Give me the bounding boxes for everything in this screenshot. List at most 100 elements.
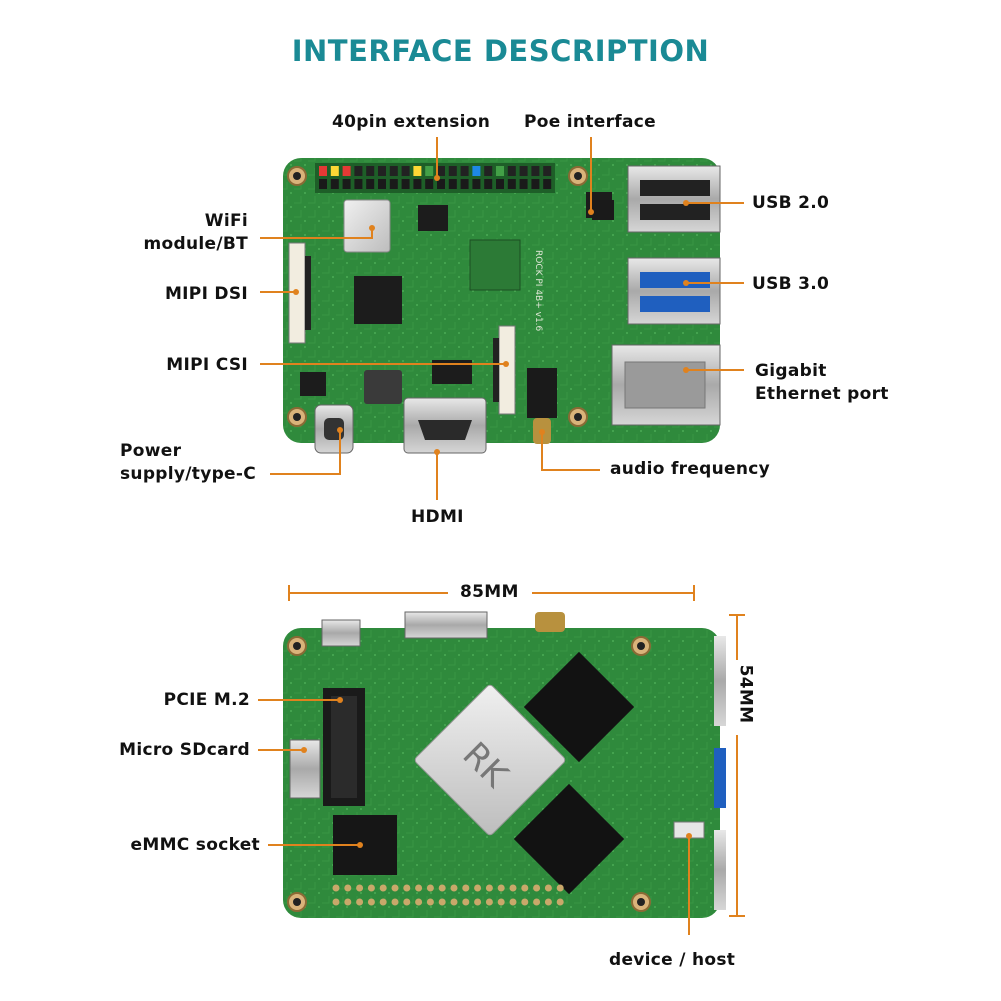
label-hdmi: HDMI	[411, 507, 464, 527]
header-solder-pad	[391, 898, 399, 906]
gpio-pin	[531, 166, 540, 176]
gpio-pin	[496, 179, 504, 189]
header-solder-pad	[556, 898, 564, 906]
top-board: ROCK PI 4B+ v1.6	[283, 158, 721, 454]
page-title: INTERFACE DESCRIPTION	[291, 34, 710, 68]
gpio-pin	[543, 179, 552, 189]
header-solder-pad	[332, 898, 340, 906]
gpio-pin	[472, 179, 481, 189]
header-solder-pad	[533, 884, 541, 892]
header-solder-pad	[450, 898, 458, 906]
header-solder-pad	[356, 898, 364, 906]
bottom-board: RK	[283, 611, 726, 918]
label-pcie: PCIE M.2	[163, 690, 250, 710]
label-ethernet: Gigabit Ethernet port	[755, 361, 889, 404]
wifi-module	[343, 199, 391, 253]
header-solder-pad	[367, 898, 375, 906]
gpio-pin	[543, 166, 552, 176]
header-solder-pad	[426, 898, 434, 906]
header-solder-pad	[426, 884, 434, 892]
gpio-pin	[413, 179, 422, 189]
header-solder-pad	[497, 884, 505, 892]
gpio-pin	[378, 166, 386, 176]
header-solder-pad	[332, 884, 340, 892]
label-mipi-csi: MIPI CSI	[166, 355, 248, 375]
rk3399-soc: RK	[414, 684, 566, 836]
gpio-pin	[319, 166, 327, 176]
header-solder-pad	[521, 898, 529, 906]
gpio-pin	[496, 166, 504, 176]
gpio-pin	[460, 179, 469, 189]
gpio-pin	[507, 179, 516, 189]
header-solder-pad	[544, 884, 552, 892]
gpio-pin	[354, 166, 363, 176]
gpio-pin	[401, 179, 410, 189]
gpio-pin	[354, 179, 363, 189]
gpio-pin	[460, 166, 469, 176]
gpio-pin	[519, 179, 528, 189]
header-solder-pad	[509, 898, 517, 906]
gpio-pin	[437, 166, 445, 176]
header-solder-pad	[450, 884, 458, 892]
gpio-pin	[366, 179, 375, 189]
gpio-pin	[448, 179, 457, 189]
header-solder-pad	[344, 898, 352, 906]
header-solder-pad	[509, 884, 517, 892]
header-solder-pad	[497, 898, 505, 906]
header-solder-pad	[415, 898, 423, 906]
header-solder-pad	[391, 884, 399, 892]
gpio-pin	[330, 166, 339, 176]
header-solder-pad	[474, 884, 482, 892]
ram-chip-1	[523, 651, 635, 763]
header-solder-pad	[474, 898, 482, 906]
usb2-port	[627, 165, 721, 233]
header-solder-pad	[367, 884, 375, 892]
dimension-width: 85MM	[460, 582, 519, 602]
dimension-lines	[288, 585, 745, 917]
gpio-pin	[507, 166, 516, 176]
audio-jack	[527, 368, 557, 418]
gpio-pin	[413, 166, 422, 176]
gpio-pin	[389, 166, 398, 176]
gpio-pin	[330, 179, 339, 189]
gpio-pin	[401, 166, 410, 176]
label-sd: Micro SDcard	[119, 740, 250, 760]
label-device-host: device / host	[609, 950, 736, 970]
poe-header	[592, 200, 614, 220]
gpio-pin	[484, 179, 493, 189]
dimension-height: 54MM	[735, 664, 756, 724]
label-usb3: USB 3.0	[752, 274, 830, 294]
header-solder-pad	[438, 884, 446, 892]
gpio-pin	[472, 166, 481, 176]
header-solder-pad	[438, 898, 446, 906]
label-emmc: eMMC socket	[130, 835, 260, 855]
header-solder-pad	[403, 884, 411, 892]
header-solder-pad	[462, 898, 470, 906]
gpio-pin	[484, 166, 493, 176]
ram-chip-2	[513, 783, 625, 895]
label-audio: audio frequency	[610, 459, 771, 479]
gpio-pin	[437, 179, 445, 189]
label-40pin: 40pin extension	[332, 112, 491, 132]
header-solder-pad	[462, 884, 470, 892]
gpio-pin	[531, 179, 540, 189]
gpio-pin	[378, 179, 386, 189]
board-model-print: ROCK PI 4B+ v1.6	[533, 250, 543, 332]
header-solder-pad	[485, 884, 493, 892]
label-poe: Poe interface	[524, 112, 656, 132]
bottom-pin-row	[332, 884, 564, 906]
bottom-leader-lines	[258, 699, 690, 935]
header-solder-pad	[533, 898, 541, 906]
gpio-pin	[342, 179, 351, 189]
header-solder-pad	[379, 898, 387, 906]
header-solder-pad	[556, 884, 564, 892]
gpio-pin	[319, 179, 327, 189]
label-wifi: WiFi module/BT	[143, 211, 248, 254]
label-mipi-dsi: MIPI DSI	[164, 284, 248, 304]
mipi-csi-connector	[498, 325, 516, 415]
gpio-pin	[366, 166, 375, 176]
label-power: Power supply/type-C	[120, 441, 257, 484]
gpio-pin	[519, 166, 528, 176]
